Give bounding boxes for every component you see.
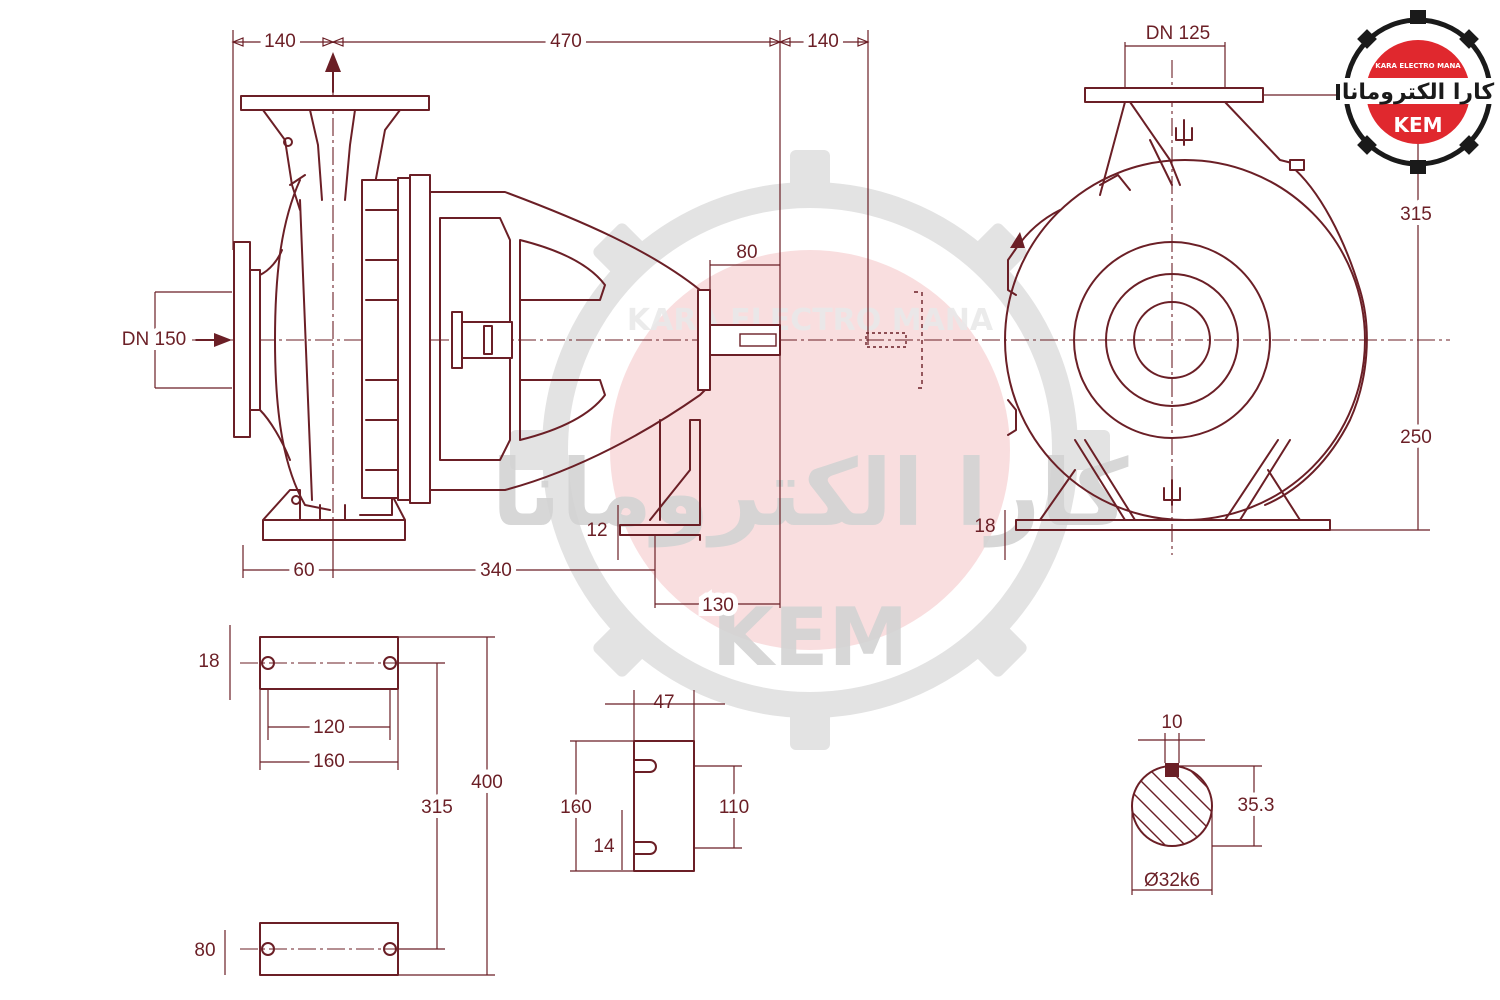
logo-ring-text: KARA ELECTRO MANA [1375, 62, 1461, 70]
dim-14: 14 [593, 836, 615, 857]
dim-dn125: DN 125 [1146, 23, 1210, 44]
dim-18-plate: 18 [198, 651, 219, 672]
dim-160-foot: 160 [560, 797, 592, 818]
logo-gear-teeth [1336, 10, 1500, 174]
dim-120: 120 [313, 717, 345, 738]
watermark-abbr: KEM [712, 591, 908, 684]
dim-60: 60 [293, 560, 314, 581]
dim-140-right: 140 [807, 31, 839, 52]
logo-name: کارا الکترومانا [1342, 80, 1494, 105]
dim-80-plate: 80 [194, 940, 215, 961]
dim-18-side: 18 [974, 516, 995, 537]
foot-detail [570, 690, 742, 872]
watermark: کارا الکترومانا KEM KARA ELECTRO MANA [492, 150, 1129, 750]
dim-12: 12 [586, 520, 607, 541]
dim-160-plate: 160 [313, 751, 345, 772]
dim-47: 47 [653, 692, 674, 713]
dim-250-side: 250 [1400, 427, 1432, 448]
dim-shaft-diameter: Ø32k6 [1144, 870, 1200, 891]
watermark-ring-text: KARA ELECTRO MANA [627, 303, 994, 338]
dim-400: 400 [471, 772, 503, 793]
dim-140-left: 140 [264, 31, 296, 52]
watermark-gear-teeth [510, 150, 1110, 750]
shaft-section [1131, 733, 1262, 895]
dimension-labels: 140 470 140 DN 150 DN 125 80 60 340 12 1… [117, 23, 1437, 961]
dim-35-3: 35.3 [1238, 795, 1275, 816]
dim-dn150: DN 150 [122, 329, 186, 350]
dim-315-side: 315 [1400, 204, 1432, 225]
dim-10: 10 [1161, 712, 1182, 733]
dim-340: 340 [480, 560, 512, 581]
dim-80-shaft: 80 [736, 242, 757, 263]
pump-side-view [195, 52, 923, 541]
pump-end-view [1004, 87, 1368, 531]
company-logo: کارا الکترومانا KEM KARA ELECTRO MANA [1336, 10, 1500, 174]
base-plates [224, 625, 495, 976]
dim-130: 130 [702, 595, 734, 616]
dim-110: 110 [719, 797, 749, 818]
logo-abbr: KEM [1393, 113, 1442, 137]
dim-470: 470 [550, 31, 582, 52]
dim-315-plate: 315 [421, 797, 453, 818]
